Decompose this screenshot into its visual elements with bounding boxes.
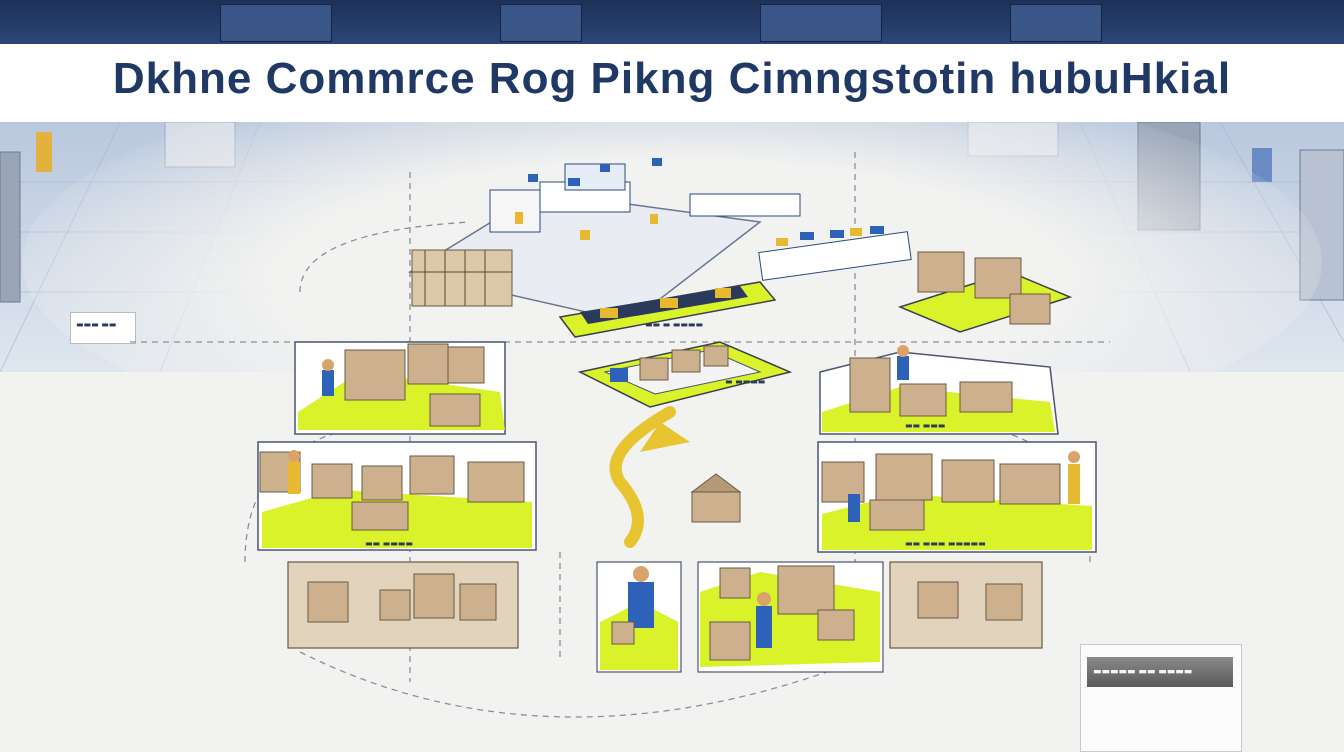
package-box — [413, 573, 455, 619]
right-top-caption: ▬▬ ▬▬▬ — [905, 421, 945, 430]
package-box — [611, 621, 635, 645]
background-window — [760, 4, 882, 42]
package-box — [777, 565, 835, 615]
fulfillment-diagram: ▬▬ ▬ ▬▬▬▬ ▬ ▬▬▬▬ ▬▬ ▬▬▬ — [130, 152, 1110, 718]
package-box — [917, 581, 959, 619]
left-zone-caption: ▬▬ ▬▬▬▬ — [365, 539, 413, 548]
worker-figure — [288, 462, 300, 494]
worker-head — [322, 359, 334, 371]
flow-arrowhead — [640, 422, 690, 452]
worker-head — [757, 592, 771, 606]
hub-rack — [689, 193, 801, 217]
sorted-package — [691, 491, 741, 523]
title-banner: Dkhne Commrce Roɡ Pikng Cimngstotin hubu… — [0, 44, 1344, 124]
hub-workstation — [564, 163, 626, 191]
packing-zone-middle-right — [817, 441, 1097, 553]
package-box — [941, 459, 995, 503]
center-caption: ▬ ▬▬▬▬ — [725, 377, 765, 386]
package-box — [875, 453, 933, 501]
background-window — [220, 4, 332, 42]
background-building-strip — [0, 0, 1344, 44]
package-box — [361, 465, 403, 501]
inset-photo-label: ▬▬▬▬▬ ▬▬ ▬▬▬▬ — [1093, 667, 1193, 677]
storage-zone-bottom-right — [889, 561, 1043, 649]
storage-zone-bottom-left — [287, 561, 519, 649]
picking-zone-upper-right — [819, 345, 1059, 435]
package-box — [1009, 293, 1051, 325]
packing-zone-middle-left — [257, 441, 537, 551]
background-window — [1010, 4, 1102, 42]
package-box — [351, 501, 409, 531]
package-box — [311, 463, 353, 499]
package-box — [307, 581, 349, 623]
worker-figure — [848, 494, 860, 522]
packing-zone-bottom-center — [697, 561, 884, 673]
worker-figure — [628, 582, 654, 628]
package-box — [703, 345, 729, 367]
package-box — [459, 583, 497, 621]
package-box — [409, 455, 455, 495]
package-box — [709, 621, 751, 661]
inset-photo-card: ▬▬▬▬▬ ▬▬ ▬▬▬▬ — [1080, 644, 1242, 752]
worker-head — [1068, 451, 1080, 463]
side-info-label: ▬▬▬ ▬▬ — [76, 320, 117, 329]
package-box — [344, 349, 406, 401]
package-box — [849, 357, 891, 413]
background-machine — [0, 151, 21, 303]
page-title: Dkhne Commrce Roɡ Pikng Cimngstotin hubu… — [112, 54, 1232, 103]
package-box — [429, 393, 481, 427]
inset-photo-header — [1087, 657, 1233, 687]
hub-rack — [758, 231, 912, 281]
package-box — [817, 609, 855, 641]
worker-figure — [1068, 464, 1080, 504]
package-box — [639, 357, 669, 381]
package-box — [917, 251, 965, 293]
package-box — [899, 383, 947, 417]
package-box — [379, 589, 411, 621]
worker-figure — [756, 606, 772, 648]
package-box — [407, 343, 449, 385]
sorted-package-lid — [690, 473, 742, 493]
side-info-card — [70, 312, 136, 344]
package-box — [671, 349, 701, 373]
package-box — [999, 463, 1061, 505]
worker-head — [897, 345, 909, 357]
package-box — [974, 257, 1022, 299]
package-box — [719, 567, 751, 599]
package-box — [869, 499, 925, 531]
background-window — [500, 4, 582, 42]
picking-zone-upper-left — [294, 341, 506, 435]
flow-arrow — [609, 406, 676, 548]
background-worker — [1252, 148, 1272, 182]
worker-head — [288, 450, 300, 462]
package-box — [959, 381, 1013, 413]
package-box — [467, 461, 525, 503]
center-packing-conveyor — [577, 341, 793, 408]
worker-figure — [322, 370, 334, 396]
central-sorting-hub — [408, 158, 912, 338]
background-worker — [36, 132, 52, 172]
conveyor-bin — [610, 368, 628, 382]
hub-workstation — [489, 189, 541, 233]
worker-head — [633, 566, 649, 582]
hub-shelving — [411, 249, 513, 307]
conveyor-caption: ▬▬ ▬ ▬▬▬▬ — [645, 320, 703, 329]
staging-area-top-right — [897, 251, 1073, 333]
worker-figure — [897, 356, 909, 380]
package-box — [985, 583, 1023, 621]
worker-station-bottom-center — [596, 561, 682, 673]
package-box — [447, 346, 485, 384]
right-zone-caption: ▬▬ ▬▬▬ ▬▬▬▬▬ — [905, 539, 986, 548]
